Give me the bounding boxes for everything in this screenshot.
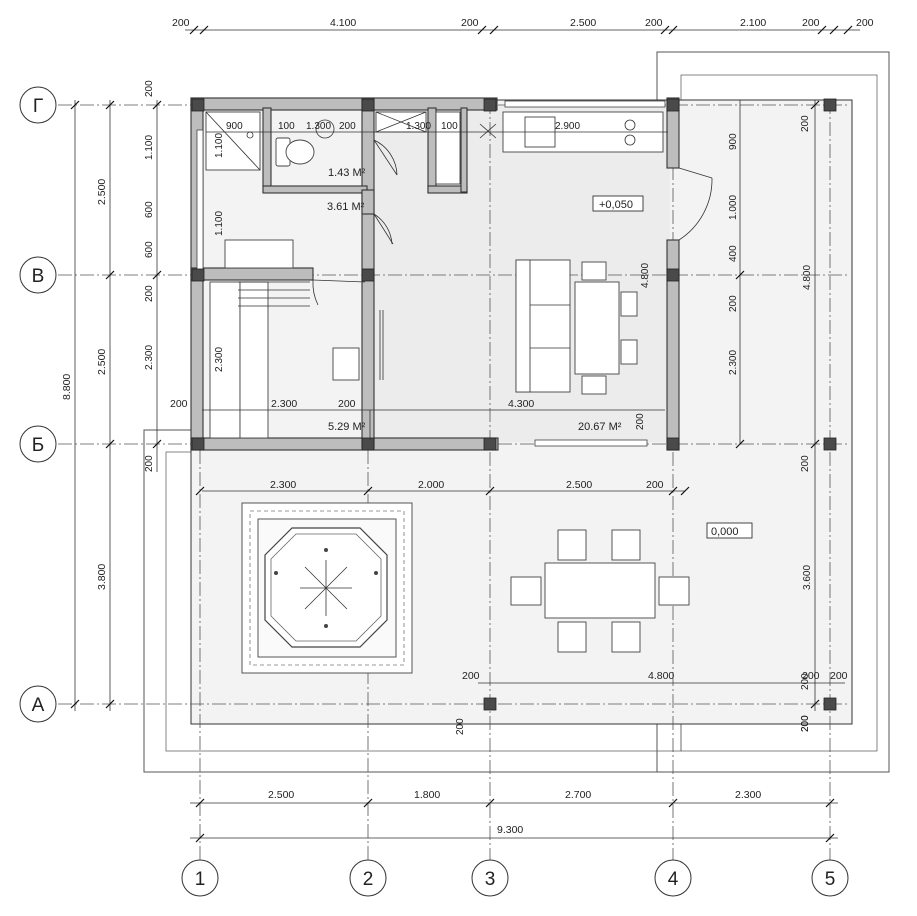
dim-label: 1.800: [414, 789, 440, 801]
dim-label: 2.500: [96, 179, 108, 205]
area-living: 20.67 М²: [578, 421, 622, 433]
dim-label: 200: [646, 479, 664, 491]
dim-total-label: 9.300: [497, 824, 523, 836]
right-dimension-labels: 4.800 3.600 200 900 1.000 400 200 2.300 …: [728, 115, 813, 732]
terrace-dining-set: [510, 529, 690, 653]
dim-label: 600: [144, 241, 155, 258]
dim-label: 200: [856, 17, 874, 29]
area-sauna: 5.29 М²: [328, 421, 366, 433]
dim-label: 4.100: [330, 17, 356, 29]
dim-label: 200: [802, 17, 820, 29]
dim-label: 200: [635, 413, 646, 430]
dimension-ticks: [70, 25, 853, 843]
dim-label: 1.100: [214, 133, 225, 158]
dim-label: 200: [144, 285, 155, 302]
axis-label: 2: [363, 869, 374, 890]
area-wc: 1.43 М²: [328, 167, 366, 179]
bottom-dimension-labels: 2.500 1.800 2.700 2.300 9.300: [268, 789, 761, 836]
dim-label: 200: [461, 17, 479, 29]
dim-label: 4.800: [802, 265, 813, 290]
dim-label: 3.800: [96, 564, 108, 590]
dim-label: 600: [144, 201, 155, 218]
room-areas: 1.43 М² 3.61 М² 5.29 М² 20.67 М²: [327, 167, 622, 433]
dimension-lines: [74, 29, 860, 839]
columns: [191, 98, 837, 711]
level-living: +0,050: [599, 199, 633, 211]
dim-label: 200: [338, 398, 356, 410]
dim-total-label: 8.800: [61, 374, 73, 400]
dim-label: 2.300: [270, 479, 296, 491]
dim-label: 1.100: [214, 211, 225, 236]
dim-label: 200: [170, 398, 188, 410]
dim-label: 200: [144, 455, 155, 472]
dim-label: 200: [800, 715, 811, 732]
axis-label: 1: [195, 869, 206, 890]
sauna-stove: [332, 347, 360, 381]
dim-label: 2.500: [96, 349, 108, 375]
dim-label: 2.500: [268, 789, 294, 801]
dim-label: 2.100: [740, 17, 766, 29]
dim-label: 1.000: [728, 195, 739, 220]
dim-label: 200: [728, 295, 739, 312]
axis-label: 4: [668, 869, 679, 890]
dim-label: 200: [462, 670, 480, 682]
column-axis-markers: 1 2 3 4 5: [181, 859, 849, 897]
dim-label: 200: [645, 17, 663, 29]
toilet-bowl: [285, 139, 315, 165]
dim-label: 2.300: [735, 789, 761, 801]
axis-label: А: [32, 695, 45, 716]
level-terrace: 0,000: [711, 526, 739, 538]
axis-label: Г: [33, 96, 43, 117]
row-axis-markers: А Б В Г: [19, 86, 57, 723]
dim-label: 2.300: [271, 398, 297, 410]
dim-label: 1.100: [144, 135, 155, 160]
dim-label: 900: [226, 121, 243, 132]
dim-label: 200: [830, 670, 848, 682]
dim-label: 200: [144, 80, 155, 97]
area-hall: 3.61 М²: [327, 201, 365, 213]
dim-label: 2.500: [566, 479, 592, 491]
dim-label: 200: [802, 670, 820, 682]
dim-label: 2.500: [570, 17, 596, 29]
dim-label: 2.300: [214, 347, 225, 372]
dining-table: [574, 281, 620, 375]
sauna-bench: [209, 281, 241, 439]
dim-label: 4.800: [640, 263, 651, 288]
dim-label: 2.000: [418, 479, 444, 491]
dim-label: 2.900: [555, 121, 580, 132]
dim-label: 4.800: [648, 670, 674, 682]
dim-label: 3.600: [802, 565, 813, 590]
dim-label: 200: [800, 715, 811, 732]
dim-label: 200: [455, 718, 466, 735]
interior-dimension-labels: 900 100 1.300 200 1.300 100 2.900 1.100 …: [214, 121, 848, 735]
dim-label: 900: [728, 133, 739, 150]
axis-label: 5: [825, 869, 836, 890]
dim-label: 200: [800, 115, 811, 132]
dim-label: 1.300: [406, 121, 431, 132]
dim-label: 100: [441, 121, 458, 132]
dim-label: 100: [278, 121, 295, 132]
dim-label: 2.700: [565, 789, 591, 801]
dim-label: 200: [800, 455, 811, 472]
doors: [312, 139, 713, 306]
top-dimension-labels: 200 4.100 200 2.500 200 2.100 200 200: [172, 17, 874, 29]
left-dimension-labels: 8.800 2.500 2.500 3.800 200 1.100 600 60…: [61, 80, 188, 590]
dim-label: 200: [800, 673, 811, 690]
dim-label: 1.300: [306, 121, 331, 132]
dim-label: 200: [339, 121, 356, 132]
dim-label: 2.300: [144, 345, 155, 370]
axis-label: 3: [485, 869, 496, 890]
dim-label: 200: [172, 17, 190, 29]
dim-label: 2.300: [728, 350, 739, 375]
axis-label: Б: [32, 435, 44, 456]
hot-tub: [241, 502, 413, 674]
dim-label: 4.300: [508, 398, 534, 410]
axis-label: В: [32, 266, 45, 287]
level-marks: +0,050 0,000: [592, 195, 753, 539]
dim-label: 400: [728, 245, 739, 262]
